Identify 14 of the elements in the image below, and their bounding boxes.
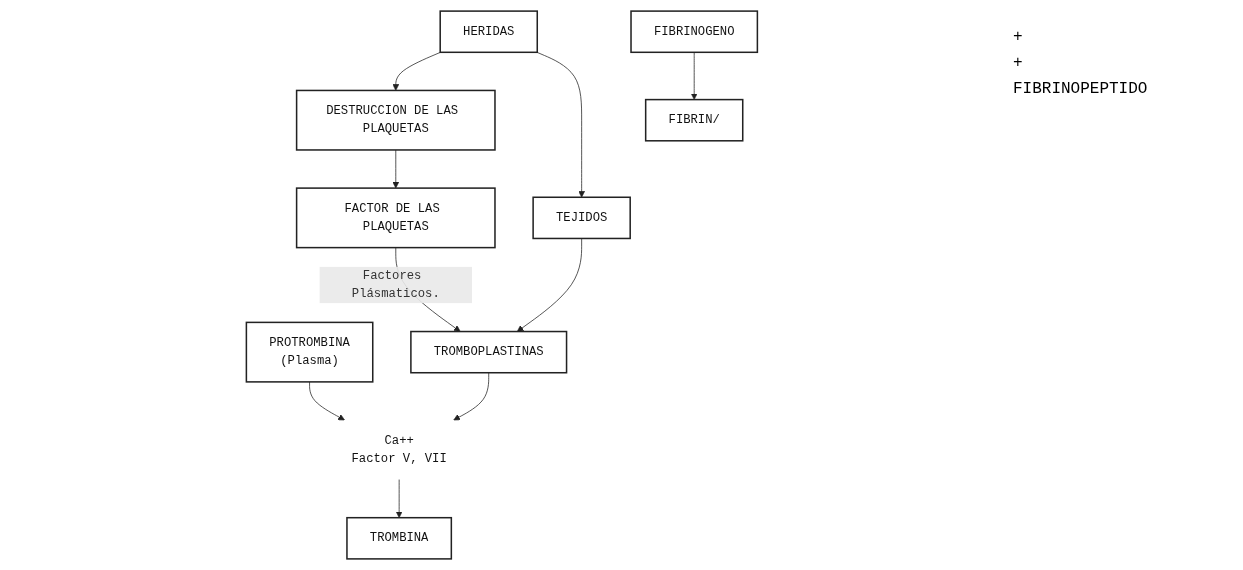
node-box: PROTROMBINA (Plasma) [245, 321, 374, 383]
node-box: DESTRUCCION DE LAS PLAQUETAS [295, 89, 496, 151]
node-box: FIBRIN/ [644, 98, 744, 142]
node-box: HERIDAS [439, 10, 538, 54]
note-text: FIBRINOPEPTIDO [1013, 80, 1149, 98]
node-box: FACTOR DE LAS PLAQUETAS [295, 187, 496, 249]
edge-label: Factores Plásmaticos. [351, 268, 440, 302]
node-box: TROMBOPLASTINAS [409, 330, 567, 374]
node-box: TEJIDOS [531, 196, 631, 240]
node-box: FIBRINOGENO [629, 10, 758, 54]
note-text: + [1013, 28, 1024, 46]
node-box: TROMBINA [345, 516, 452, 560]
note-text: + [1013, 54, 1024, 72]
node-text: Ca++ Factor V, VII [351, 433, 447, 466]
